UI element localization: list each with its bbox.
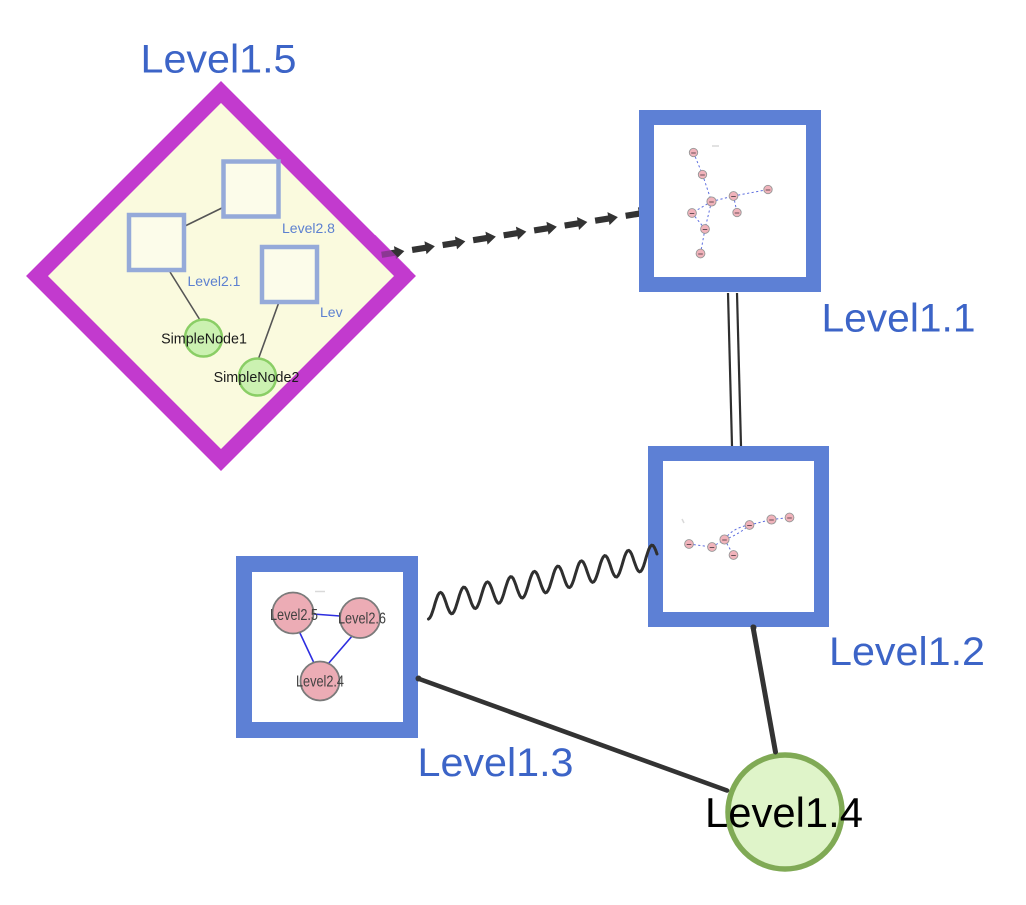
svg-text:Level1.4: Level1.4 [705,789,863,836]
svg-text:SimpleNode2: SimpleNode2 [214,370,300,386]
svg-text:Level2.4: Level2.4 [296,674,344,691]
svg-text:SimpleNode1: SimpleNode1 [161,332,247,348]
svg-text:Level1.2: Level1.2 [829,630,985,674]
svg-text:Level2.5: Level2.5 [270,607,318,624]
svg-text:Level2.1: Level2.1 [188,273,241,289]
svg-text:Lev: Lev [320,304,343,320]
svg-text:Level1.5: Level1.5 [141,38,297,82]
svg-text:Level1.3: Level1.3 [418,741,574,785]
svg-text:Level2.6: Level2.6 [338,611,386,628]
svg-text:Level1.1: Level1.1 [822,297,976,341]
svg-text:Level2.8: Level2.8 [282,220,335,236]
